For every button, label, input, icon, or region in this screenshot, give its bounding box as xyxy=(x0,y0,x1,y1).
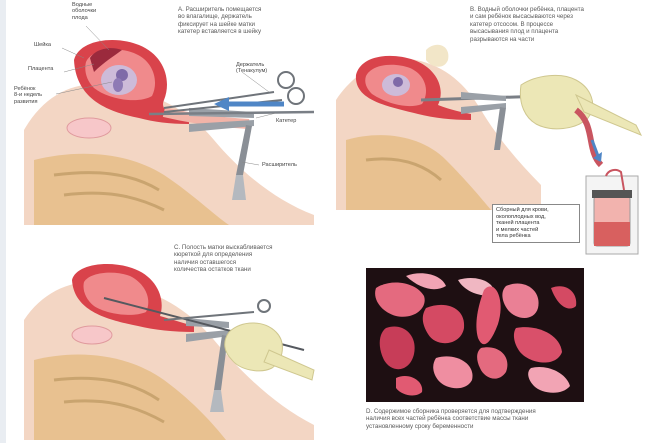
panel-b: B. Водный оболочки ребёнка, плацента и с… xyxy=(336,0,654,270)
speculum-handle xyxy=(236,125,252,175)
tissue-photo xyxy=(366,268,584,402)
label-amniotic-sac: Водные оболочки плода xyxy=(72,2,96,21)
label-fetus: Ребёнок 8-и недель развития xyxy=(14,86,42,105)
caption-b: B. Водный оболочки ребёнка, плацента и с… xyxy=(470,6,650,43)
panel-d xyxy=(366,268,584,402)
caption-d: D. Содержимое сборника проверяется для п… xyxy=(366,408,646,430)
label-catheter: Катетер xyxy=(276,118,296,124)
tenaculum-ring-1 xyxy=(278,72,294,88)
label-speculum: Расширитель xyxy=(262,162,297,168)
bladder xyxy=(67,118,111,138)
label-holder: Держатель (Тенакулум) xyxy=(236,62,267,75)
label-cervix: Шейка xyxy=(34,42,51,48)
caption-c: C. Полость матки выскабливается кюреткой… xyxy=(174,244,334,274)
caption-a: A. Расширитель помещается во влагалище, … xyxy=(178,6,338,36)
panel-c: C. Полость матки выскабливается кюреткой… xyxy=(14,240,334,440)
tenaculum-ring-2 xyxy=(288,88,304,104)
label-placenta: Плацента xyxy=(28,66,53,72)
jar-label: Сборный для крови, околоплодных вод, тка… xyxy=(492,204,580,243)
page-left-border xyxy=(0,0,6,443)
panel-a: Водные оболочки плода Шейка Плацента Реб… xyxy=(14,0,334,225)
